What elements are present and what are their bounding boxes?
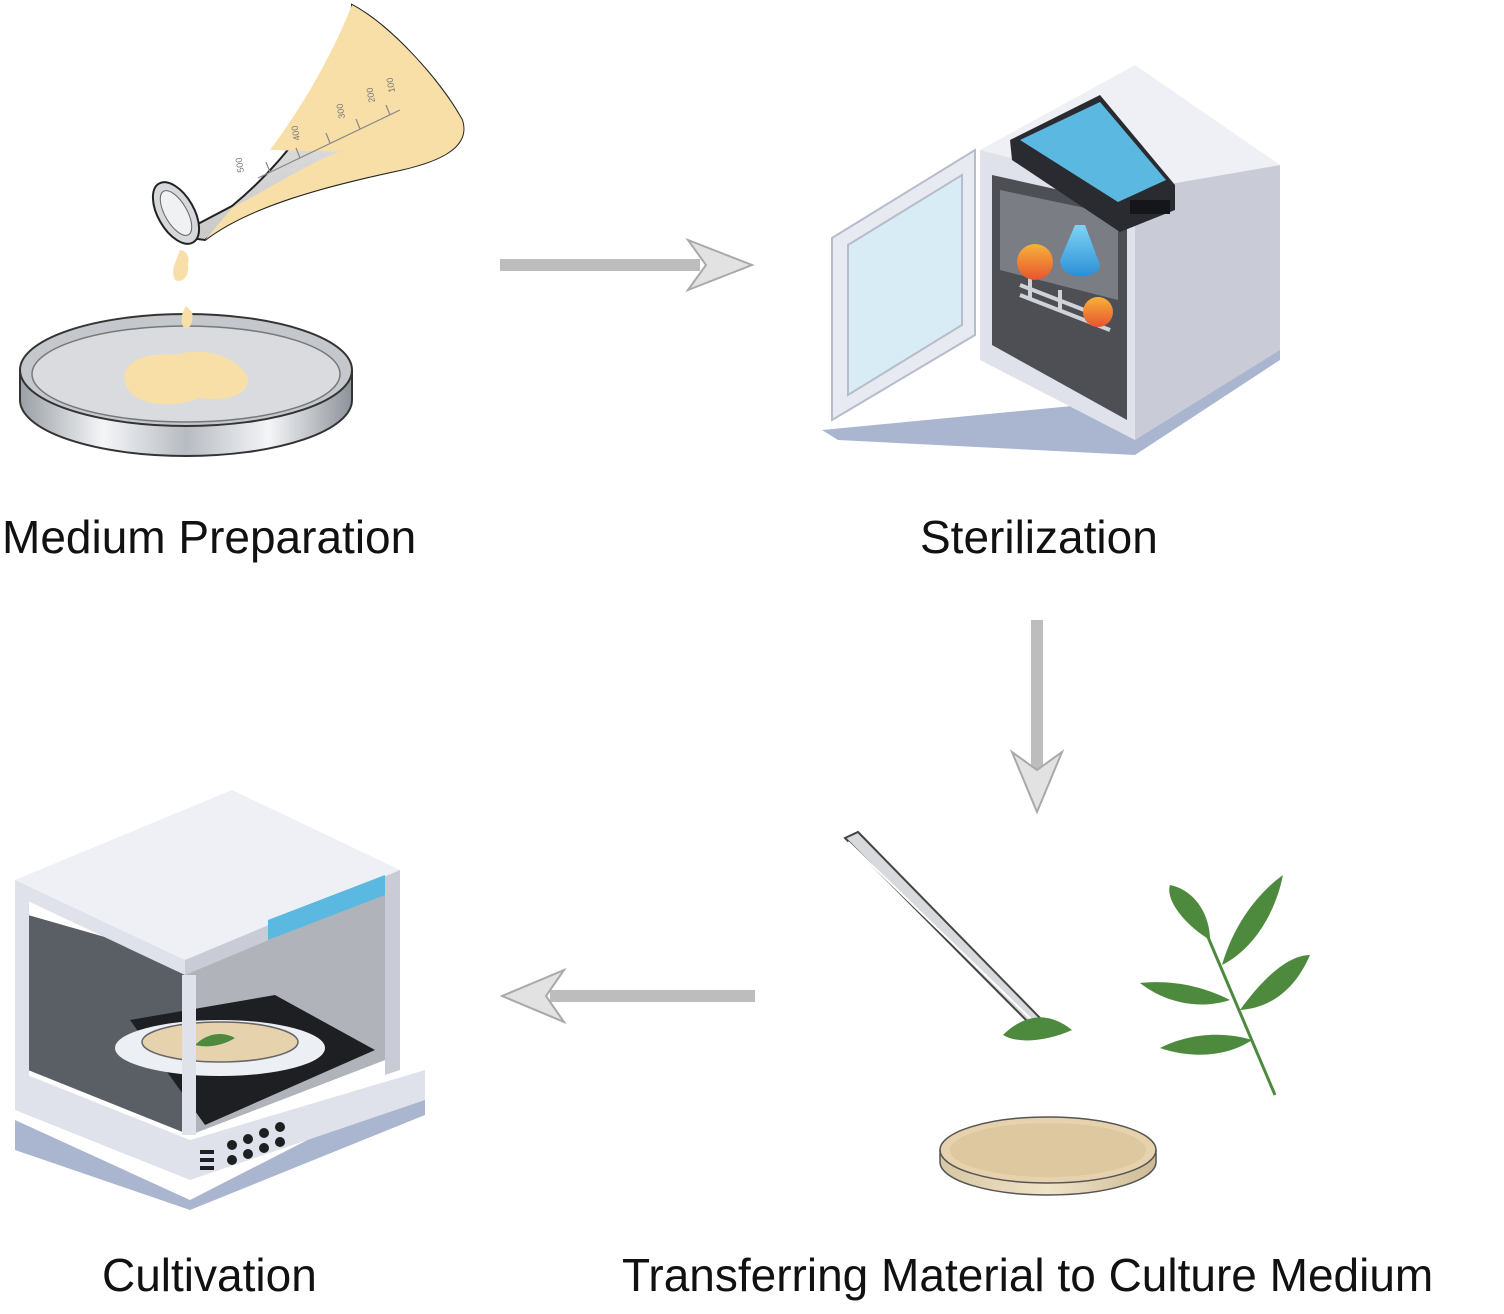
step-label-sterilization: Sterilization (920, 511, 1158, 563)
petri-dish (19, 313, 353, 457)
incubator-illustration (15, 790, 425, 1210)
orange-flask (1017, 244, 1053, 280)
tweezers (843, 830, 1042, 1028)
erlenmeyer-flask: 500 400 300 200 100 (151, 3, 465, 245)
step-label-cultivation: Cultivation (102, 1249, 317, 1301)
orange-flask-small (1083, 297, 1113, 327)
sterilizer-cabinet-illustration (822, 65, 1280, 455)
blue-flask (1060, 225, 1100, 277)
graduation-label: 500 (234, 157, 246, 174)
arrow-left-icon (499, 967, 755, 1025)
keypad (200, 1122, 285, 1170)
transfer-illustration (843, 830, 1310, 1196)
arrow-right-icon (500, 237, 755, 293)
graduation-label: 100 (385, 77, 397, 94)
leaf-piece (1003, 1017, 1072, 1041)
display-screen (1020, 102, 1166, 202)
medium-pour-stream (173, 250, 189, 282)
medium-preparation-illustration: 500 400 300 200 100 (19, 3, 465, 457)
graduation-label: 400 (290, 125, 302, 142)
flask-graduations (257, 104, 401, 179)
step-label-medium-preparation: Medium Preparation (2, 511, 417, 563)
incubator-display (268, 875, 385, 940)
arrow-down-icon (1009, 620, 1065, 815)
leaf-in-dish (195, 1034, 235, 1047)
graduation-label: 200 (365, 87, 377, 104)
step-label-transfer: Transferring Material to Culture Medium (622, 1249, 1434, 1301)
graduation-label: 300 (335, 103, 347, 120)
culture-dish (939, 1116, 1157, 1196)
plant-sprig (1140, 875, 1310, 1096)
